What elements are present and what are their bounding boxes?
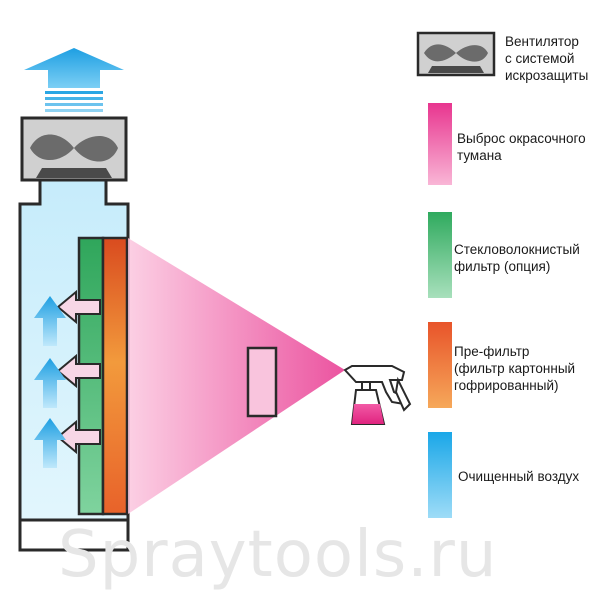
workpiece	[246, 346, 278, 418]
legend-fan-label: Вентилятор с системой искрозащиты	[505, 34, 589, 83]
legend-prefilter-label: Пре-фильтр (фильтр картонный гофрированн…	[454, 344, 576, 393]
overspray-swatch	[428, 103, 452, 185]
airflow-arrow-icon	[56, 289, 101, 455]
legend-fiberglass-label: Стекловолокнистый фильтр (опция)	[454, 242, 580, 274]
legend-fan-icon	[416, 31, 496, 77]
booth-fan-icon	[20, 116, 128, 182]
clean-air-arrow-icon	[34, 296, 66, 468]
overspray-cone	[128, 238, 345, 514]
pre-filter	[101, 236, 129, 516]
watermark: Spraytools.ru	[58, 518, 498, 592]
legend-clean-air-label: Очищенный воздух	[458, 469, 580, 484]
clean-air-swatch	[428, 432, 452, 518]
booth-base	[18, 518, 130, 552]
legend-overspray-label: Выброс окрасочного тумана	[457, 131, 586, 163]
exhaust-arrow-icon	[24, 48, 124, 112]
fiberglass-swatch	[428, 212, 452, 298]
spray-gun-icon	[343, 365, 412, 425]
prefilter-swatch	[428, 322, 452, 408]
